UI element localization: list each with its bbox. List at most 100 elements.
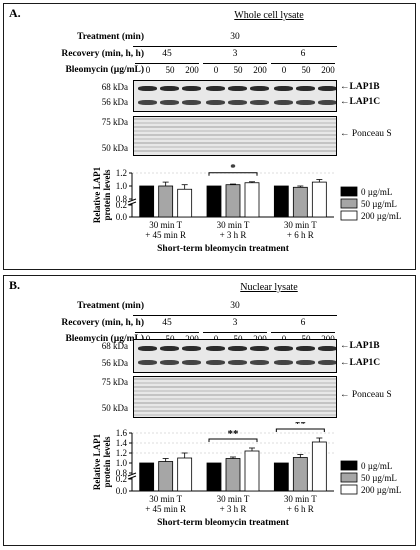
lap1b-band [228, 86, 247, 91]
panel-label: B. [9, 278, 21, 292]
panel-title: Whole cell lysate [234, 10, 304, 21]
lap1-western-blot [133, 339, 337, 373]
recovery-value: 45 [162, 318, 172, 328]
lap1b-band [138, 86, 157, 91]
significance-bracket [208, 438, 258, 442]
lap1c-band [274, 100, 293, 105]
y-tick-label: 0.0 [116, 486, 128, 496]
lap1c-band [318, 360, 336, 365]
lap1b-band [318, 86, 336, 91]
bar [292, 457, 308, 492]
lap1b-band [228, 346, 247, 351]
recovery-rule [271, 332, 335, 333]
stain-stripe [134, 414, 336, 416]
recovery-value: 6 [300, 49, 306, 59]
stain-stripe [134, 382, 336, 384]
y-axis-label: protein levels [102, 169, 112, 221]
lap1b-band-label: ←LAP1B [340, 341, 380, 351]
lap1-western-blot [133, 80, 337, 112]
x-category-label: + 45 min R [145, 230, 186, 240]
recovery-rule [203, 332, 267, 333]
bar [225, 184, 241, 218]
stain-stripe [134, 378, 336, 380]
recovery-label: Recovery (min, h, h) [61, 318, 144, 328]
dose-label: 0 [145, 65, 151, 75]
treatment-value: 30 [230, 301, 240, 311]
panel-label: A. [9, 6, 21, 20]
lap1b-band [318, 346, 336, 351]
y-axis-label: Relative LAP1 [92, 166, 102, 223]
lap1c-band [160, 100, 179, 105]
bar [311, 181, 327, 218]
bleomycin-label: Bleomycin (µg/mL) [65, 334, 144, 344]
recovery-value: 45 [162, 49, 172, 59]
marker-label: 68 kDa [101, 341, 128, 351]
dose-label: 200 [185, 65, 199, 75]
stain-stripe [134, 390, 336, 392]
significance-bracket [208, 172, 258, 176]
panel-a: A. Whole cell lysate Treatment (min) 30 … [3, 3, 416, 270]
lap1c-band [296, 360, 315, 365]
dose-label: 200 [253, 65, 267, 75]
lap1c-band [274, 360, 293, 365]
dose-label: 50 [301, 65, 311, 75]
dose-label: 50 [165, 65, 175, 75]
lap1b-band [250, 346, 269, 351]
lap1c-band [228, 100, 247, 105]
bleomycin-label: Bleomycin (µg/mL) [65, 65, 144, 75]
lap1c-band [296, 100, 315, 105]
x-category-label: + 6 h R [287, 230, 314, 240]
marker-label: 75 kDa [101, 377, 128, 387]
significance-marker: ** [228, 428, 240, 440]
lap1c-band [138, 360, 157, 365]
lap1c-band [250, 360, 269, 365]
legend-swatch [340, 484, 358, 495]
bar [244, 450, 260, 492]
y-axis-label: Relative LAP1 [92, 433, 102, 490]
bar [206, 185, 222, 218]
y-tick-label: 0.2 [116, 200, 127, 210]
bar [292, 186, 308, 218]
significance-marker: ** [295, 422, 307, 430]
x-category-label: 30 min T [217, 220, 250, 230]
recovery-rule [271, 63, 335, 64]
stain-stripe [134, 138, 336, 140]
treatment-label: Treatment (min) [77, 301, 144, 311]
x-category-label: + 3 h R [220, 504, 247, 514]
x-category-label: 30 min T [149, 220, 182, 230]
bar [206, 462, 222, 492]
x-category-label: 30 min T [284, 220, 317, 230]
stain-stripe [134, 130, 336, 132]
stain-stripe [134, 402, 336, 404]
lap1b-band [160, 346, 179, 351]
bar [158, 461, 174, 492]
stain-stripe [134, 122, 336, 124]
y-tick-label: 1.6 [116, 428, 128, 438]
marker-label: 50 kDa [101, 403, 128, 413]
recovery-rule [135, 332, 199, 333]
lap1c-band [228, 360, 247, 365]
lap1b-band [274, 346, 293, 351]
lap1b-band [206, 86, 225, 91]
lap1c-band [206, 360, 225, 365]
y-tick-label: 1.0 [116, 181, 128, 191]
lap1c-band [182, 100, 201, 105]
bar [177, 188, 193, 218]
recovery-value: 6 [300, 318, 306, 328]
x-category-label: + 3 h R [220, 230, 247, 240]
lap1c-band-label: ←LAP1C [340, 97, 381, 107]
y-tick-label: 0.8 [116, 468, 128, 478]
lap1b-band [274, 86, 293, 91]
legend-label: 200 µg/mL [361, 485, 401, 495]
x-axis-label: Short-term bleomycin treatment [157, 518, 290, 528]
x-category-label: 30 min T [217, 494, 250, 504]
recovery-value: 3 [232, 318, 238, 328]
legend-label: 0 µg/mL [361, 187, 392, 197]
y-axis-label: protein levels [102, 436, 112, 488]
dose-label: 0 [213, 65, 219, 75]
recovery-value: 3 [232, 49, 238, 59]
bar [311, 441, 327, 492]
dose-label: 200 [321, 65, 335, 75]
stain-stripe [134, 410, 336, 412]
